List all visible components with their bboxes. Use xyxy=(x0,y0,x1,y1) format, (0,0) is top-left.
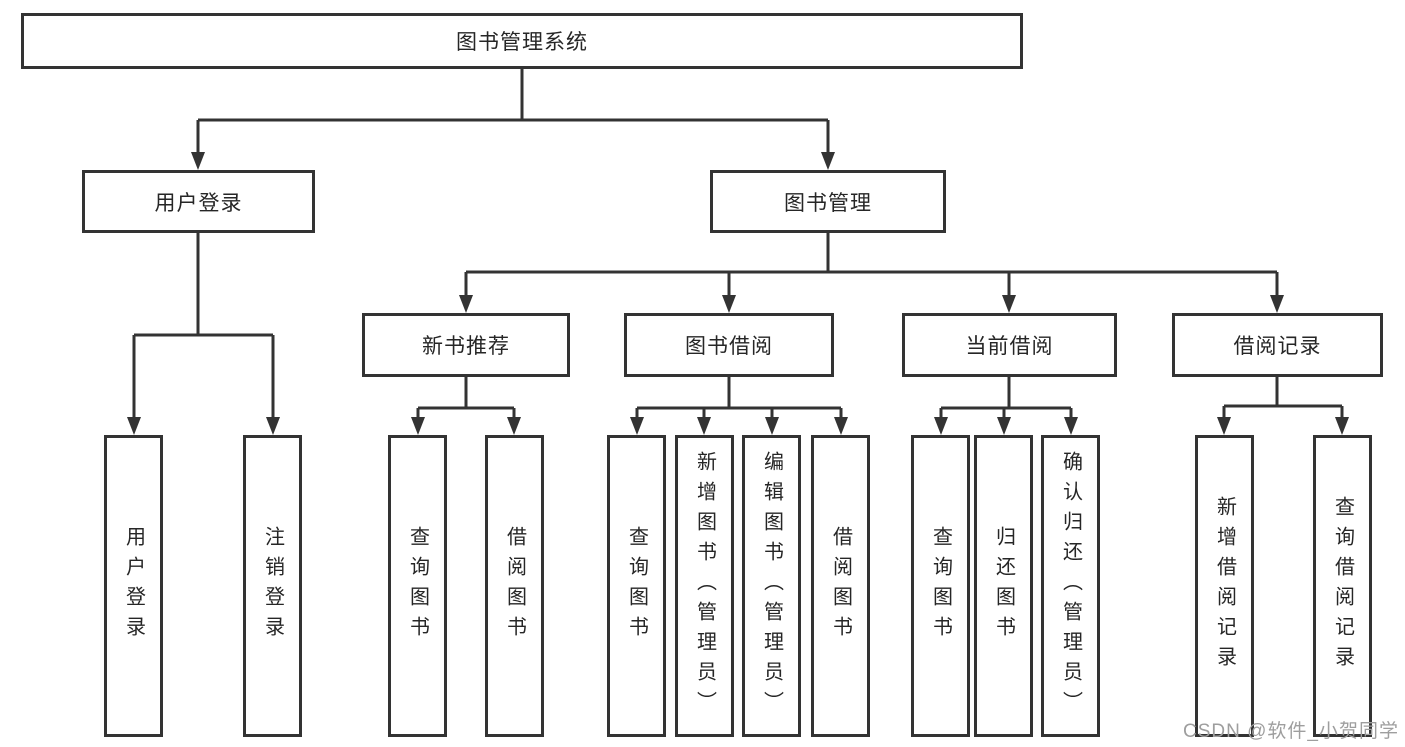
node-label: 借阅记录 xyxy=(1233,335,1322,358)
leaf-label: 借阅图书 xyxy=(503,526,526,646)
leaf-confirm-return-admin: 确认归还（管理员） xyxy=(1041,435,1100,737)
leaf-label: 归还图书 xyxy=(992,526,1015,646)
leaf-add-borrow-record: 新增借阅记录 xyxy=(1195,435,1254,737)
csdn-watermark: CSDN @软件_小贺同学 xyxy=(1183,721,1399,742)
leaf-query-books-1: 查询图书 xyxy=(388,435,447,737)
leaf-label: 确认归还（管理员） xyxy=(1059,451,1082,721)
node-label: 新书推荐 xyxy=(422,335,510,358)
leaf-label: 注销登录 xyxy=(261,526,284,646)
leaf-label: 查询图书 xyxy=(406,526,429,646)
node-library-management-system: 图书管理系统 xyxy=(21,13,1023,69)
node-book-management: 图书管理 xyxy=(710,170,946,233)
leaf-label: 编辑图书（管理员） xyxy=(760,451,783,721)
node-label: 图书管理 xyxy=(784,191,872,215)
leaf-return-books: 归还图书 xyxy=(974,435,1033,737)
node-label: 当前借阅 xyxy=(965,335,1054,358)
leaf-label: 查询图书 xyxy=(625,526,648,646)
leaf-label: 用户登录 xyxy=(122,526,145,646)
leaf-borrow-books-1: 借阅图书 xyxy=(485,435,544,737)
node-user-login: 用户登录 xyxy=(82,170,315,233)
leaf-query-books-2: 查询图书 xyxy=(607,435,666,737)
node-new-book-recommend: 新书推荐 xyxy=(362,313,570,377)
leaf-label: 新增借阅记录 xyxy=(1213,496,1236,676)
leaf-borrow-books-2: 借阅图书 xyxy=(811,435,870,737)
node-borrow-record: 借阅记录 xyxy=(1172,313,1383,377)
leaf-logout: 注销登录 xyxy=(243,435,302,737)
leaf-label: 查询图书 xyxy=(929,526,952,646)
node-label: 用户登录 xyxy=(154,191,243,215)
leaf-label: 借阅图书 xyxy=(829,526,852,646)
leaf-label: 新增图书（管理员） xyxy=(693,451,716,721)
leaf-add-books-admin: 新增图书（管理员） xyxy=(675,435,734,737)
node-label: 图书管理系统 xyxy=(456,31,588,54)
leaf-edit-books-admin: 编辑图书（管理员） xyxy=(742,435,801,737)
node-current-borrow: 当前借阅 xyxy=(902,313,1117,377)
node-label: 图书借阅 xyxy=(685,335,773,358)
node-book-borrow: 图书借阅 xyxy=(624,313,834,377)
leaf-query-borrow-record: 查询借阅记录 xyxy=(1313,435,1372,737)
leaf-user-login: 用户登录 xyxy=(104,435,163,737)
leaf-query-books-3: 查询图书 xyxy=(911,435,970,737)
leaf-label: 查询借阅记录 xyxy=(1331,496,1354,676)
